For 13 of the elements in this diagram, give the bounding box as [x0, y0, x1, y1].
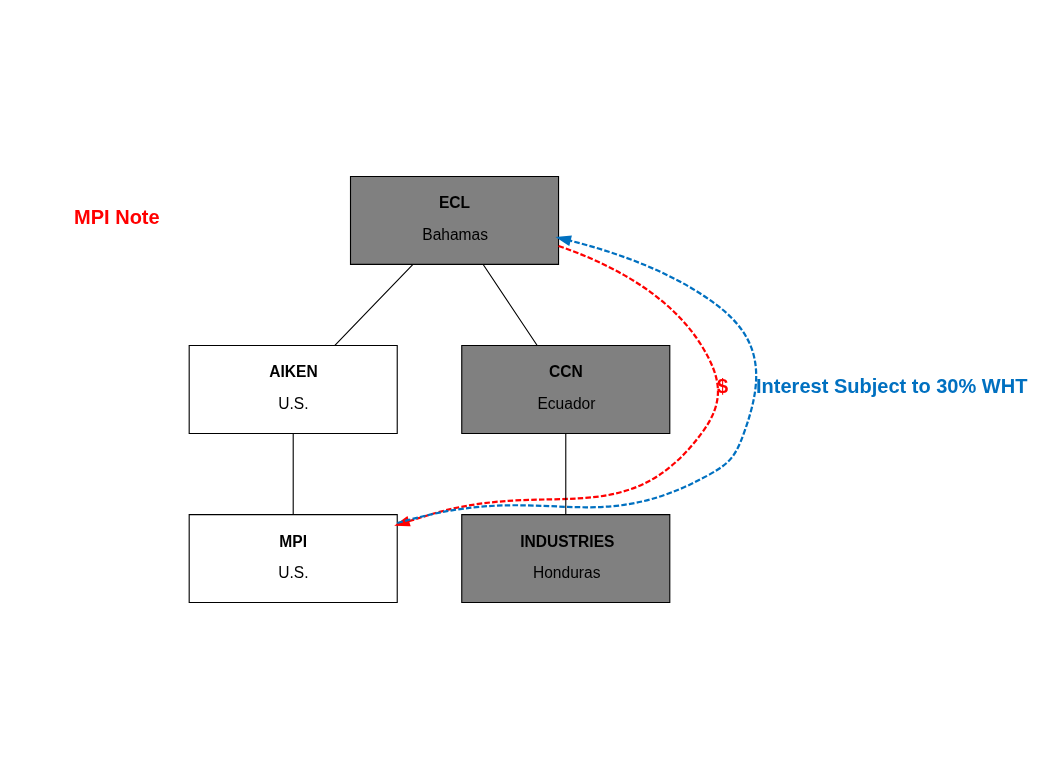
label: MPI Note — [74, 205, 160, 228]
connector — [334, 263, 414, 346]
node-box: ECL Bahamas — [349, 175, 560, 265]
arrow — [397, 234, 758, 524]
connector — [565, 432, 567, 515]
connector — [482, 263, 538, 346]
edge-label: Interest Subject to 30% WHT — [756, 374, 1028, 397]
node-box: AIKEN U.S. — [188, 344, 398, 434]
edge-label: $ — [717, 374, 729, 397]
node-box: CCN Ecuador — [461, 344, 671, 434]
node-box: INDUSTRIES Honduras — [461, 513, 671, 603]
connector — [292, 432, 294, 515]
node-box: MPI U.S. — [188, 513, 398, 603]
